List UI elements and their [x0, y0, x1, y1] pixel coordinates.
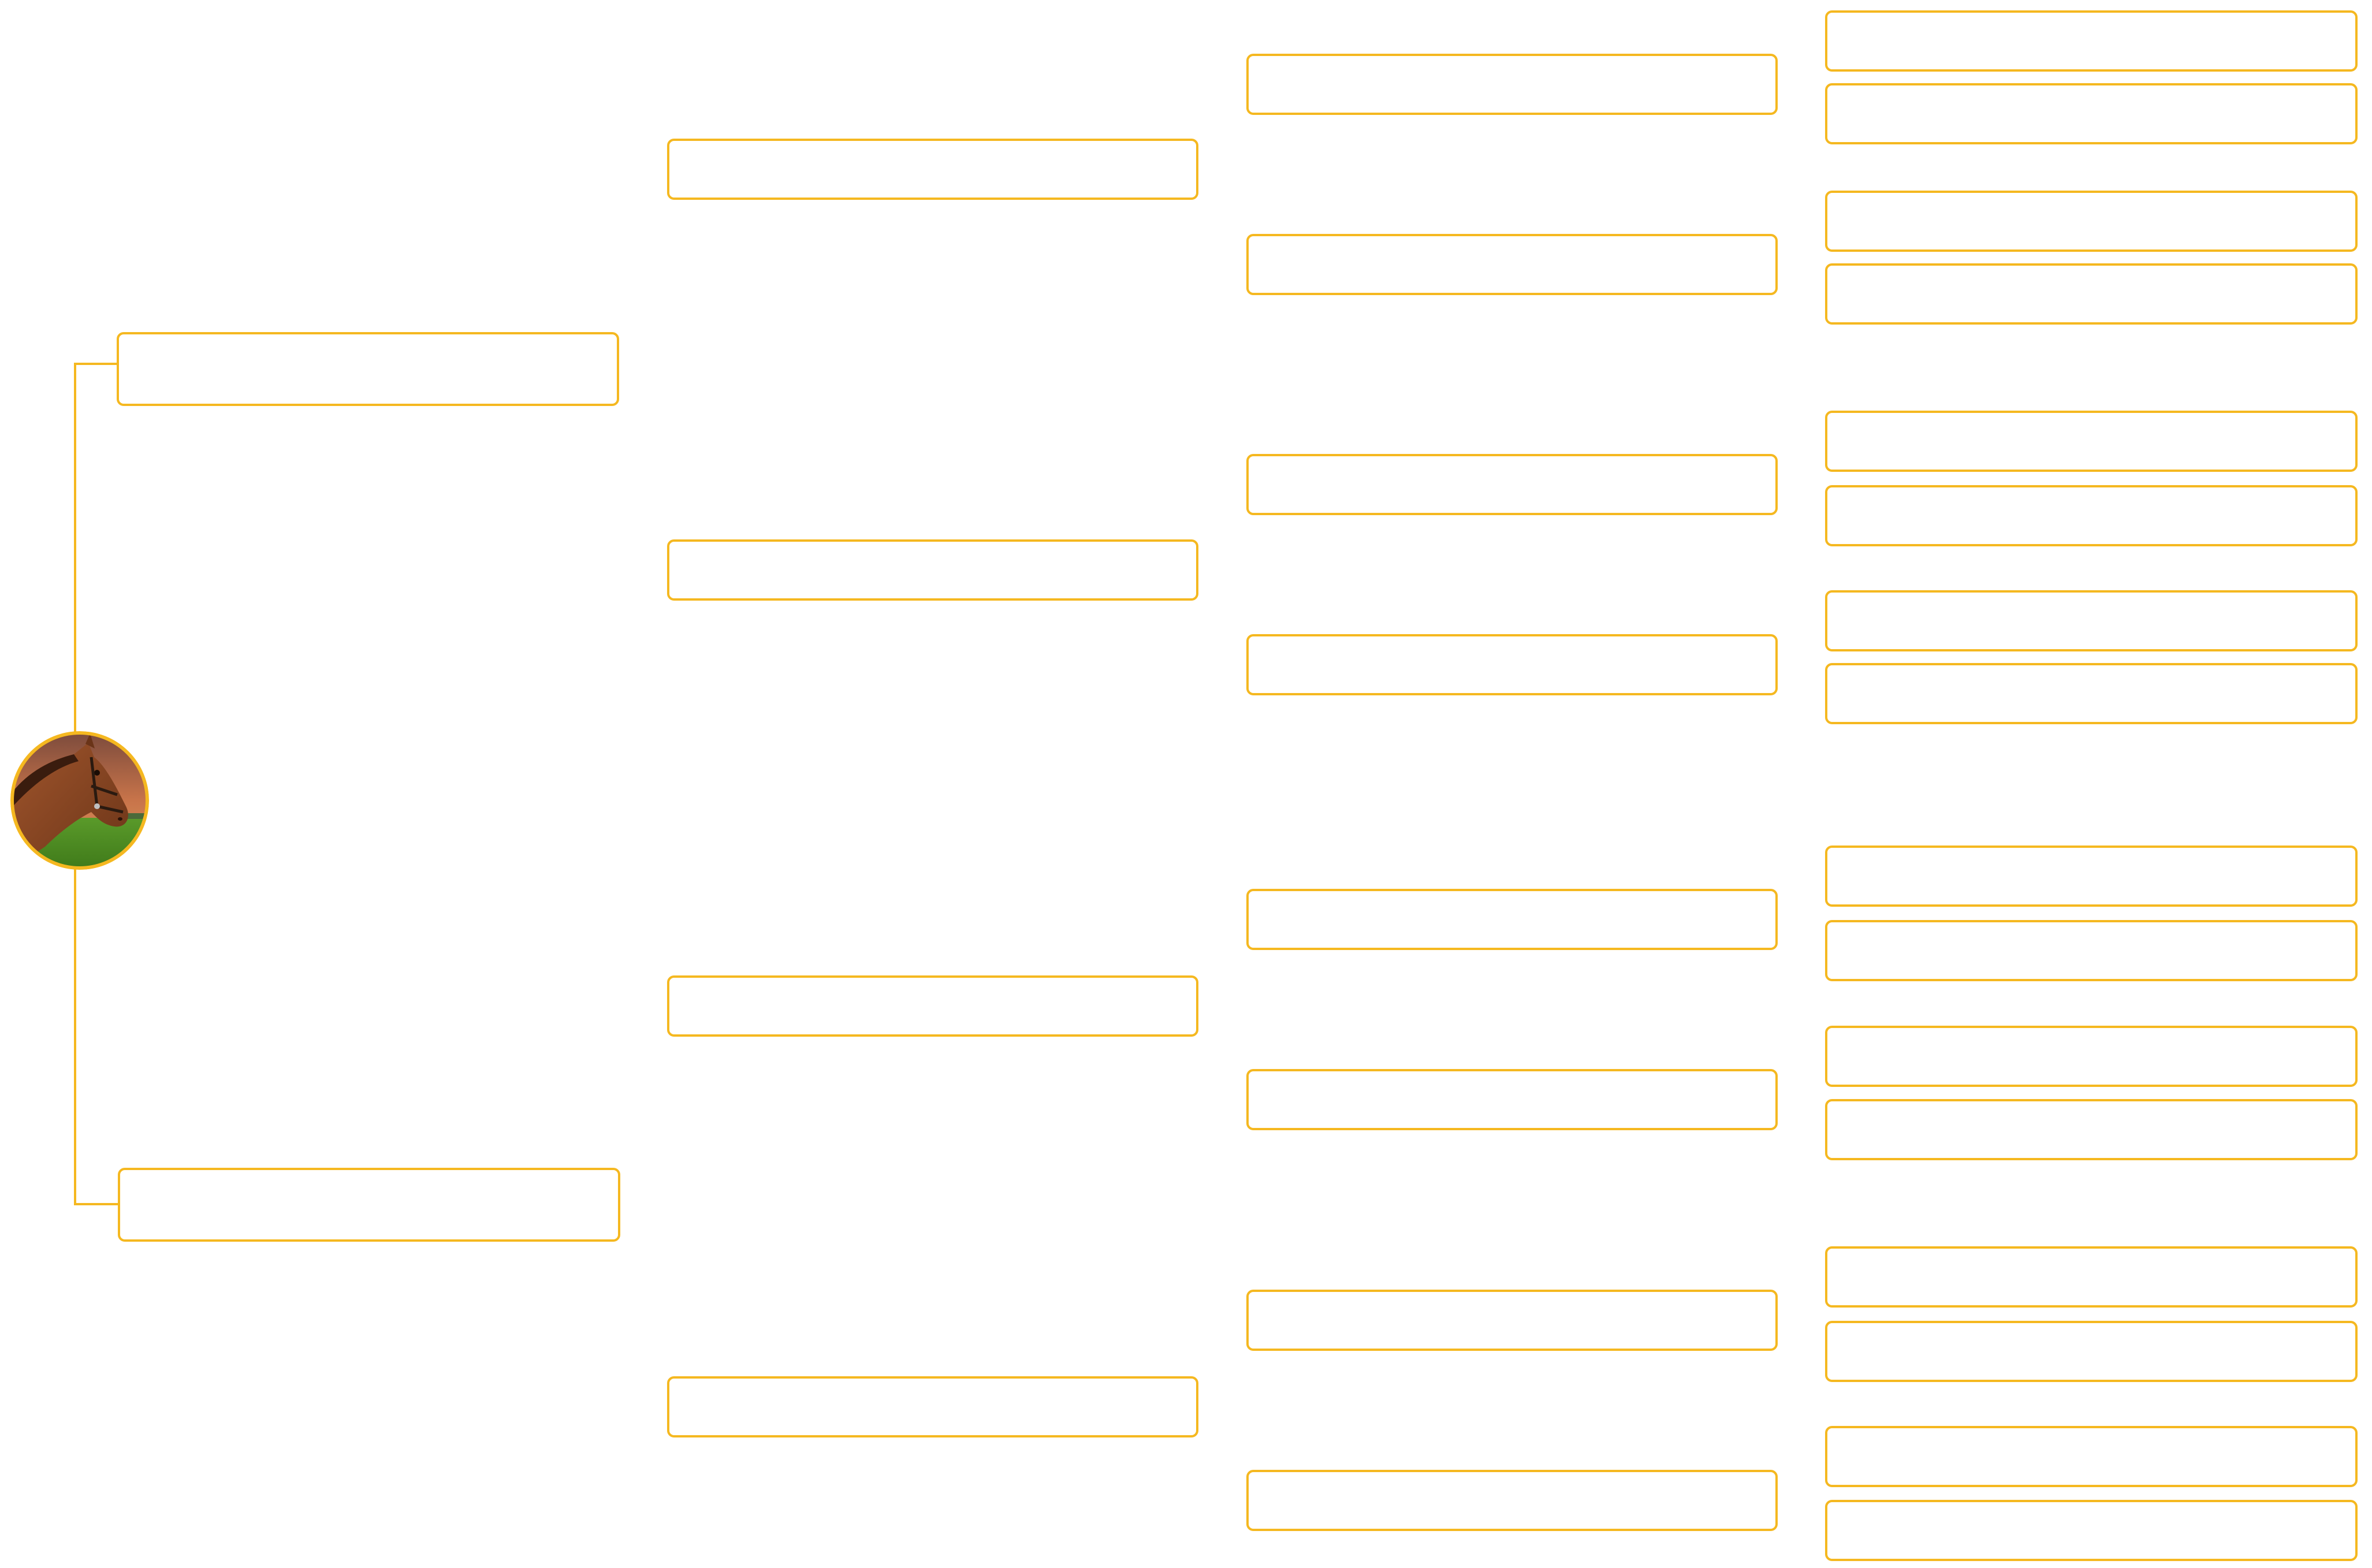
horse-portrait	[10, 731, 149, 870]
great-grandparent-box[interactable]	[1246, 54, 1778, 115]
great-grandparent-box[interactable]	[1246, 889, 1778, 950]
ancestor-box[interactable]	[1825, 846, 2358, 907]
ancestor-box[interactable]	[1825, 1026, 2358, 1087]
grandparent-box[interactable]	[667, 539, 1198, 601]
ancestor-box[interactable]	[1825, 1321, 2358, 1382]
ancestor-box[interactable]	[1825, 485, 2358, 546]
ancestor-box[interactable]	[1825, 411, 2358, 472]
grandparent-box[interactable]	[667, 139, 1198, 200]
great-grandparent-box[interactable]	[1246, 234, 1778, 295]
great-grandparent-box[interactable]	[1246, 1470, 1778, 1531]
great-grandparent-box[interactable]	[1246, 1290, 1778, 1351]
ancestor-box[interactable]	[1825, 1099, 2358, 1160]
great-grandparent-box[interactable]	[1246, 634, 1778, 695]
ancestor-box[interactable]	[1825, 1246, 2358, 1308]
horse-head-portrait-icon	[10, 731, 149, 870]
grandparent-box[interactable]	[667, 1376, 1198, 1437]
ancestor-box[interactable]	[1825, 83, 2358, 144]
subject-sire-connector	[74, 363, 117, 732]
subject-dam-connector	[74, 869, 118, 1205]
dam-box[interactable]	[118, 1168, 620, 1242]
sire-box[interactable]	[117, 332, 619, 406]
ancestor-box[interactable]	[1825, 590, 2358, 651]
great-grandparent-box[interactable]	[1246, 454, 1778, 515]
ancestor-box[interactable]	[1825, 663, 2358, 724]
grandparent-box[interactable]	[667, 975, 1198, 1037]
ancestor-box[interactable]	[1825, 1426, 2358, 1487]
great-grandparent-box[interactable]	[1246, 1069, 1778, 1130]
ancestor-box[interactable]	[1825, 920, 2358, 981]
ancestor-box[interactable]	[1825, 1500, 2358, 1561]
ancestor-box[interactable]	[1825, 10, 2358, 72]
ancestor-box[interactable]	[1825, 191, 2358, 252]
ancestor-box[interactable]	[1825, 263, 2358, 325]
